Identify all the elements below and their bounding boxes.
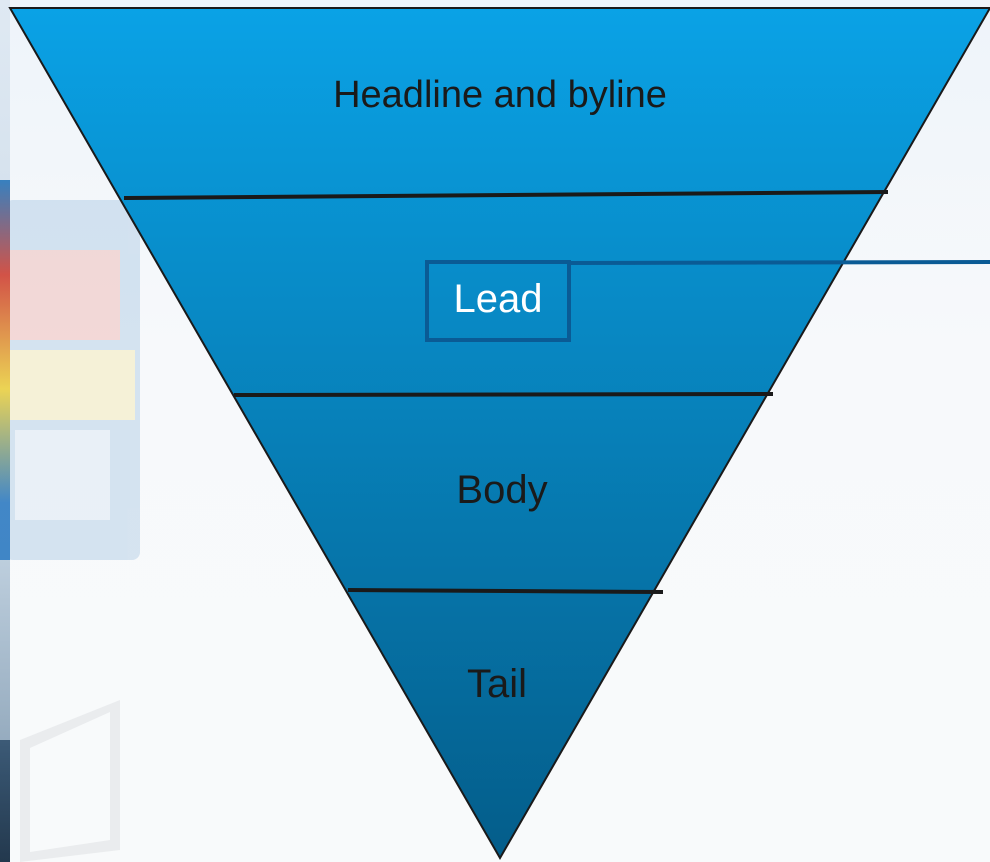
divider-headline-lead — [123, 190, 889, 200]
left-edge-strip — [0, 0, 10, 862]
decor-band-dark — [0, 740, 10, 862]
lead-callout-box — [425, 260, 571, 342]
lead-callout-connector — [568, 260, 990, 265]
layer-label-body: Body — [456, 468, 548, 512]
divider-lead-body — [233, 392, 774, 397]
layer-label-headline: Headline and byline — [333, 74, 667, 116]
layer-label-tail: Tail — [466, 662, 528, 706]
divider-body-tail — [347, 588, 664, 594]
decor-band-colorful — [0, 180, 10, 560]
layer-label-lead: Lead — [453, 277, 543, 321]
pyramid-shape — [8, 7, 990, 861]
